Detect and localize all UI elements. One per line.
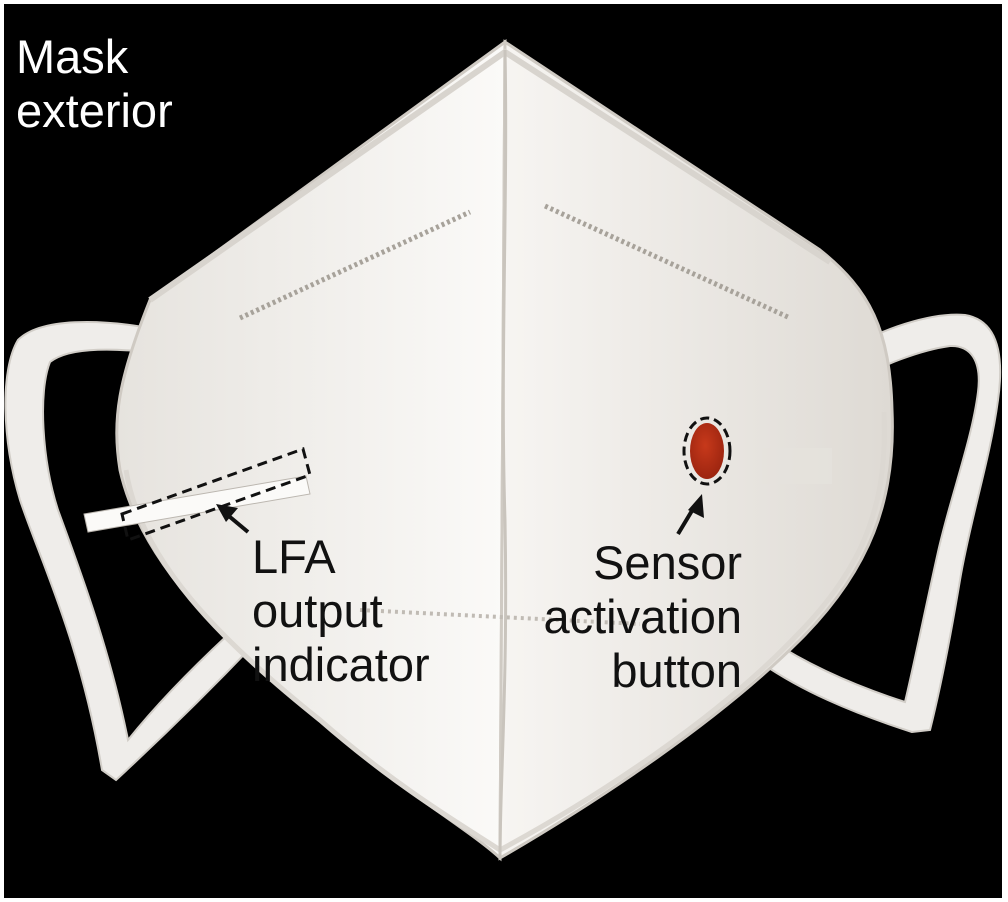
mask-exterior-label: Mask exterior — [16, 30, 173, 138]
lfa-arrow-head — [216, 504, 238, 522]
lfa-label-line-3: indicator — [252, 638, 430, 691]
corner-label-line-1: Mask — [16, 30, 129, 83]
lfa-output-indicator-label: LFA output indicator — [252, 530, 430, 692]
lfa-label-line-1: LFA — [252, 530, 336, 583]
lfa-dashed-outline — [120, 447, 312, 542]
mask-outer-seam — [123, 411, 887, 853]
embossed-marking — [762, 448, 832, 484]
lfa-strip — [83, 475, 311, 533]
sensor-label-line-3: button — [611, 644, 742, 697]
sensor-arrow-head — [688, 494, 704, 518]
corner-label-line-2: exterior — [16, 84, 173, 137]
sensor-dashed-outline — [682, 416, 732, 486]
lfa-label-line-2: output — [252, 584, 383, 637]
sensor-label-line-2: activation — [543, 590, 742, 643]
lower-stitch — [359, 608, 641, 626]
left-stitch-upper — [238, 209, 472, 321]
sensor-label-line-1: Sensor — [593, 536, 742, 589]
sensor-activation-button-label: Sensor activation button — [543, 536, 742, 698]
right-stitch-upper — [543, 203, 792, 321]
sensor-button — [690, 423, 724, 479]
mask-center-fold — [498, 49, 508, 859]
